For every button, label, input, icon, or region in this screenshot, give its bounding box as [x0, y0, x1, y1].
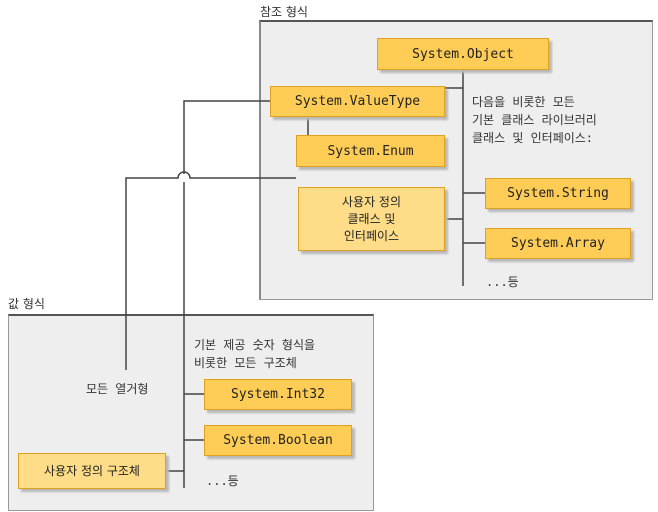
system-object-label: System.Object — [412, 46, 514, 62]
system-boolean-box: System.Boolean — [204, 425, 352, 456]
user-struct-label: 사용자 정의 구조체 — [44, 463, 140, 478]
valuetype-left-line — [183, 100, 270, 174]
system-valuetype-label: System.ValueType — [294, 94, 421, 109]
class-library-note: 다음을 비롯한 모든 기본 클래스 라이브러리 클래스 및 인터페이스: — [472, 93, 597, 147]
system-int32-label: System.Int32 — [231, 387, 325, 402]
user-class-box: 사용자 정의 클래스 및 인터페이스 — [298, 187, 445, 251]
etc-value-note: ...등 — [206, 474, 239, 488]
user-class-line-2: 클래스 및 — [347, 211, 396, 226]
system-string-box: System.String — [485, 178, 631, 209]
system-boolean-label: System.Boolean — [223, 433, 333, 448]
user-class-line-3: 인터페이스 — [343, 228, 400, 243]
system-array-label: System.Array — [511, 236, 605, 251]
builtin-line-1: 기본 제공 숫자 형식을 — [194, 338, 316, 352]
class-library-line-1: 다음을 비롯한 모든 — [472, 95, 575, 109]
builtin-line-2: 비롯한 모든 구조체 — [194, 356, 297, 370]
system-int32-box: System.Int32 — [204, 379, 352, 410]
system-valuetype-box: System.ValueType — [270, 86, 445, 117]
all-enums-note: 모든 열거형 — [86, 382, 149, 396]
system-enum-box: System.Enum — [296, 135, 445, 167]
etc-reference-note: ...등 — [486, 275, 519, 289]
value-types-label: 값 형식 — [8, 297, 45, 311]
class-library-line-3: 클래스 및 인터페이스: — [472, 131, 594, 145]
user-class-line-1: 사용자 정의 — [341, 194, 401, 209]
reference-types-label: 참조 형식 — [260, 5, 308, 19]
system-enum-label: System.Enum — [327, 143, 414, 159]
class-library-line-2: 기본 클래스 라이브러리 — [472, 113, 597, 127]
builtin-note: 기본 제공 숫자 형식을 비롯한 모든 구조체 — [194, 336, 315, 372]
user-struct-box: 사용자 정의 구조체 — [18, 453, 166, 489]
system-array-box: System.Array — [485, 228, 631, 259]
system-string-label: System.String — [507, 186, 609, 201]
system-object-box: System.Object — [377, 38, 549, 70]
